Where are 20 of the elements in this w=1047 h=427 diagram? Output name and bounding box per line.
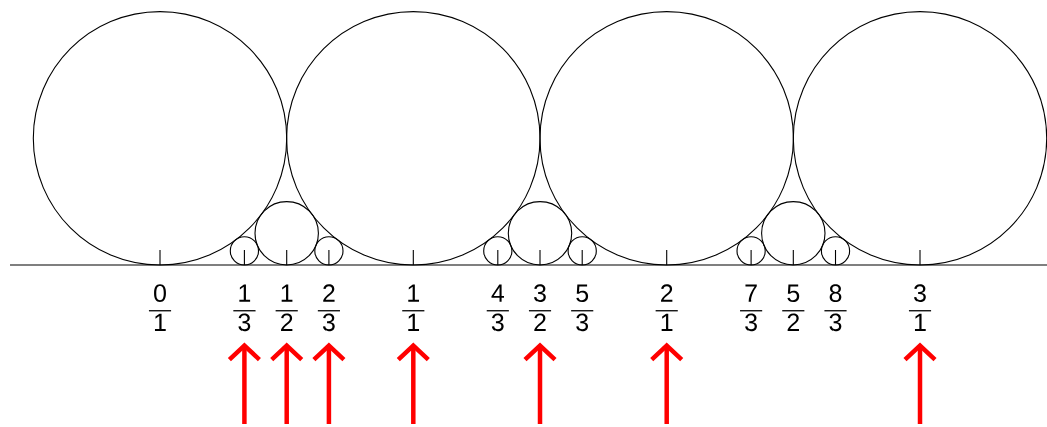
fraction-label: 7 3 [739,284,763,332]
fraction-label: 5 2 [781,284,806,331]
arrow [650,342,684,424]
fraction-label: 2 3 [317,284,341,332]
fraction-label: 3 2 [528,284,552,331]
fraction-label: 5 3 [570,284,594,332]
arrow [270,342,304,424]
arrow [227,342,261,424]
arrow [523,342,557,424]
fraction-label: 1 1 [401,284,426,331]
fraction-label: 3 1 [908,284,932,331]
fraction-label: 2 1 [655,284,679,331]
fraction-label: 4 3 [486,284,510,332]
fraction-label: 1 3 [232,284,257,332]
fraction-label: 8 3 [823,284,848,332]
fraction-label: 1 2 [275,284,299,331]
fraction-label: 0 1 [148,284,172,331]
arrow [903,342,937,424]
arrow [396,342,430,424]
arrow [312,342,346,424]
